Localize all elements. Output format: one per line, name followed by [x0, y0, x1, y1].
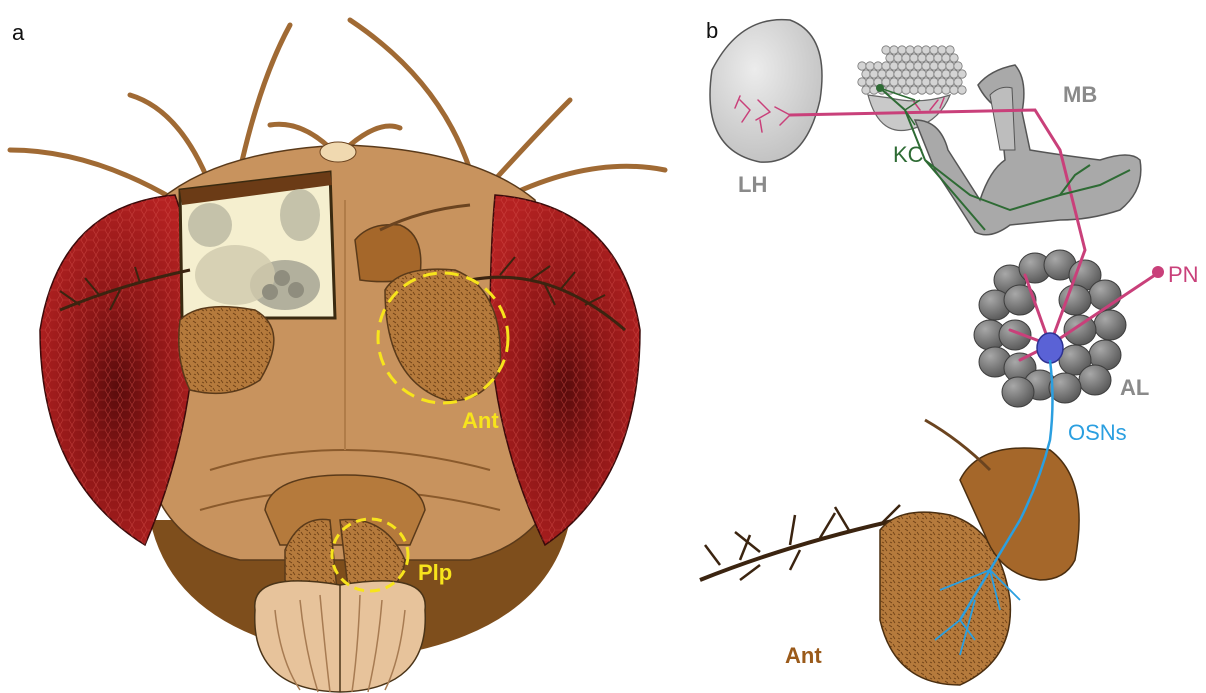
- glomerulus: [1079, 365, 1111, 395]
- kenyon-cell-body: [914, 78, 922, 86]
- glomerulus: [1094, 310, 1126, 340]
- kenyon-cell-body: [890, 46, 898, 54]
- brain-window: [180, 172, 335, 318]
- kenyon-cell-body: [918, 86, 926, 94]
- antennal-lobe: [974, 250, 1126, 407]
- label-kc: KC: [893, 142, 924, 167]
- kenyon-cell-body: [930, 46, 938, 54]
- kenyon-cell-body: [950, 54, 958, 62]
- kenyon-cell-body: [934, 70, 942, 78]
- panel-b-letter: b: [706, 18, 718, 43]
- kenyon-cell-body: [922, 62, 930, 70]
- kenyon-cell-body: [866, 78, 874, 86]
- kenyon-cell-body: [942, 86, 950, 94]
- label-plp: Plp: [418, 560, 452, 585]
- kenyon-cell-body: [918, 54, 926, 62]
- antenna-detail: [700, 420, 1079, 685]
- kenyon-cell-bodies: [858, 46, 966, 94]
- label-ant-b: Ant: [785, 643, 822, 668]
- kenyon-cell-body: [910, 70, 918, 78]
- kenyon-cell-body: [954, 62, 962, 70]
- kenyon-cell-body: [866, 62, 874, 70]
- kenyon-cell-body: [902, 54, 910, 62]
- label-osns: OSNs: [1068, 420, 1127, 445]
- ocellus: [320, 142, 356, 162]
- kenyon-cell-body: [942, 54, 950, 62]
- kenyon-cell-body: [958, 86, 966, 94]
- kenyon-cell-body: [926, 70, 934, 78]
- kenyon-cell-body: [890, 62, 898, 70]
- kenyon-cell-body: [934, 86, 942, 94]
- kenyon-cell-body: [882, 46, 890, 54]
- kenyon-cell-body: [898, 62, 906, 70]
- glomerulus: [1064, 315, 1096, 345]
- panel-a-letter: a: [12, 20, 25, 45]
- kenyon-cell-body: [906, 78, 914, 86]
- kenyon-cell-body: [914, 46, 922, 54]
- kenyon-cell-body: [910, 54, 918, 62]
- label-mb: MB: [1063, 82, 1097, 107]
- label-al: AL: [1120, 375, 1149, 400]
- kenyon-cell-body: [914, 62, 922, 70]
- panel-b: b: [700, 18, 1199, 685]
- kenyon-cell-body: [954, 78, 962, 86]
- kenyon-cell-body: [926, 86, 934, 94]
- kenyon-cell-body: [938, 62, 946, 70]
- glomerulus: [1002, 377, 1034, 407]
- kenyon-cell-body: [906, 62, 914, 70]
- kenyon-cell-body: [874, 62, 882, 70]
- label-lh: LH: [738, 172, 767, 197]
- kenyon-cell-body: [930, 62, 938, 70]
- glomerulus: [1089, 280, 1121, 310]
- kenyon-cell-body: [886, 54, 894, 62]
- kenyon-cell-body: [926, 54, 934, 62]
- kenyon-cell-body: [898, 46, 906, 54]
- kenyon-cell-body: [946, 46, 954, 54]
- kenyon-cell-body: [938, 46, 946, 54]
- kenyon-cell-body: [902, 70, 910, 78]
- kenyon-cell-body: [950, 86, 958, 94]
- kenyon-cell-body: [870, 70, 878, 78]
- kenyon-cell-body: [882, 78, 890, 86]
- kenyon-cell-body: [882, 62, 890, 70]
- kenyon-cell-body: [890, 78, 898, 86]
- kenyon-cell-body: [942, 70, 950, 78]
- kenyon-cell-body: [946, 62, 954, 70]
- olfactory-circuit-illustration: [700, 20, 1164, 685]
- kenyon-cell-body: [958, 70, 966, 78]
- kenyon-cell-body: [922, 78, 930, 86]
- kenyon-cell-body: [950, 70, 958, 78]
- lateral-horn: [710, 20, 822, 163]
- kenyon-cell-body: [862, 86, 870, 94]
- kenyon-cell-body: [910, 86, 918, 94]
- label-pn: PN: [1168, 262, 1199, 287]
- target-glomerulus: [1037, 333, 1063, 363]
- kenyon-cell-body: [906, 46, 914, 54]
- panel-a: a: [10, 20, 665, 692]
- projection-neuron-soma: [1152, 266, 1164, 278]
- kenyon-cell-body: [934, 54, 942, 62]
- kenyon-cell-soma: [876, 84, 884, 92]
- kenyon-cell-body: [894, 70, 902, 78]
- kenyon-cell-body: [886, 70, 894, 78]
- kenyon-cell-body: [930, 78, 938, 86]
- kenyon-cell-body: [918, 70, 926, 78]
- kenyon-cell-body: [898, 78, 906, 86]
- kenyon-cell-body: [878, 70, 886, 78]
- fly-head-illustration: [10, 20, 665, 692]
- kenyon-cell-body: [894, 54, 902, 62]
- kenyon-cell-body: [858, 62, 866, 70]
- kenyon-cell-body: [858, 78, 866, 86]
- glomerulus: [1049, 373, 1081, 403]
- kenyon-cell-body: [946, 78, 954, 86]
- label-ant-a: Ant: [462, 408, 499, 433]
- kenyon-cell-body: [862, 70, 870, 78]
- kenyon-cell-body: [922, 46, 930, 54]
- kenyon-cell-body: [938, 78, 946, 86]
- kenyon-cell-body: [902, 86, 910, 94]
